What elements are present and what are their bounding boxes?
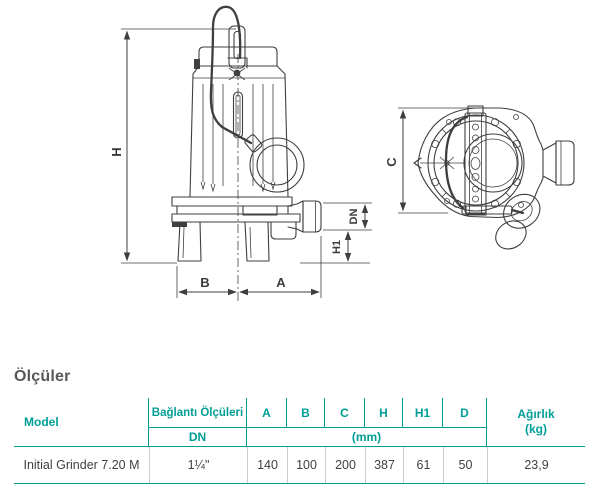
cell-c: 200 [325,447,365,483]
discharge-flange [303,201,321,232]
cell-a: 140 [247,447,287,483]
cell-dn: 1¼" [149,447,247,483]
cell-model: Initial Grinder 7.20 M [23,458,140,472]
power-cable [211,7,251,143]
pump-front-view [172,7,321,302]
cell-h1: 61 [403,447,443,483]
col-header-model: Model [14,398,149,446]
foot-left [178,222,201,261]
subheader-dn: DN [149,428,247,446]
dim-label-h: H [109,147,124,156]
col-header-h1: H1 [403,398,443,428]
flange-bolts [432,119,521,208]
foot-right-bracket [271,222,296,239]
subheader-mm: (mm) [247,428,487,446]
col-header-weight: Ağırlık (kg) [487,398,585,446]
cell-d: 50 [443,447,487,483]
cell-b: 100 [287,447,325,483]
dim-label-h1: H1 [331,240,343,254]
volute-flange [172,197,292,206]
dim-label-a: A [276,275,286,290]
dimension-B-A: B A [177,236,321,298]
section-title: Ölçüler [14,368,71,385]
casing-outline [418,108,543,218]
cable-gland [233,69,241,77]
weight-label: Ağırlık [517,407,555,421]
col-header-h: H [365,398,403,428]
col-header-d: D [443,398,487,428]
discharge-neck-top [543,143,556,183]
pump-top-view [414,106,574,255]
float-clamp [244,134,263,153]
weight-unit: (kg) [525,422,547,436]
impeller-opening [464,134,522,192]
cable-top-view [446,117,467,208]
dim-label-c: C [384,157,399,167]
handle-bracket-top [465,113,486,213]
col-header-a: A [247,398,287,428]
dim-label-b: B [200,275,209,290]
base-plate [172,214,300,222]
dimension-DN: DN [323,203,372,230]
col-header-c: C [325,398,365,428]
table-header: Model Bağlantı Ölçüleri A B C H H1 D Ağı… [14,398,585,447]
table-row: Initial Grinder 7.20 M 1¼" 140 100 200 3… [14,447,585,484]
pump-technical-drawing: H B A DN H1 [109,0,600,368]
dim-label-dn: DN [348,209,360,225]
discharge-flange-top [556,141,574,185]
col-header-connection: Bağlantı Ölçüleri [149,398,247,428]
foot-center [245,222,269,261]
cap-tab [194,59,200,69]
col-header-b: B [287,398,325,428]
float-switch-top-view [481,187,552,254]
housing-slot [234,92,243,138]
dimension-C: C [384,108,491,213]
dimension-H1: H1 [300,231,370,263]
motor-cap [199,47,277,66]
cell-weight: 23,9 [487,447,585,483]
bracket-holes [471,124,480,202]
dimension-H: H [109,29,236,263]
cell-h: 387 [365,447,403,483]
float-switch [250,138,304,192]
dimensions-table: Model Bağlantı Ölçüleri A B C H H1 D Ağı… [14,398,585,484]
